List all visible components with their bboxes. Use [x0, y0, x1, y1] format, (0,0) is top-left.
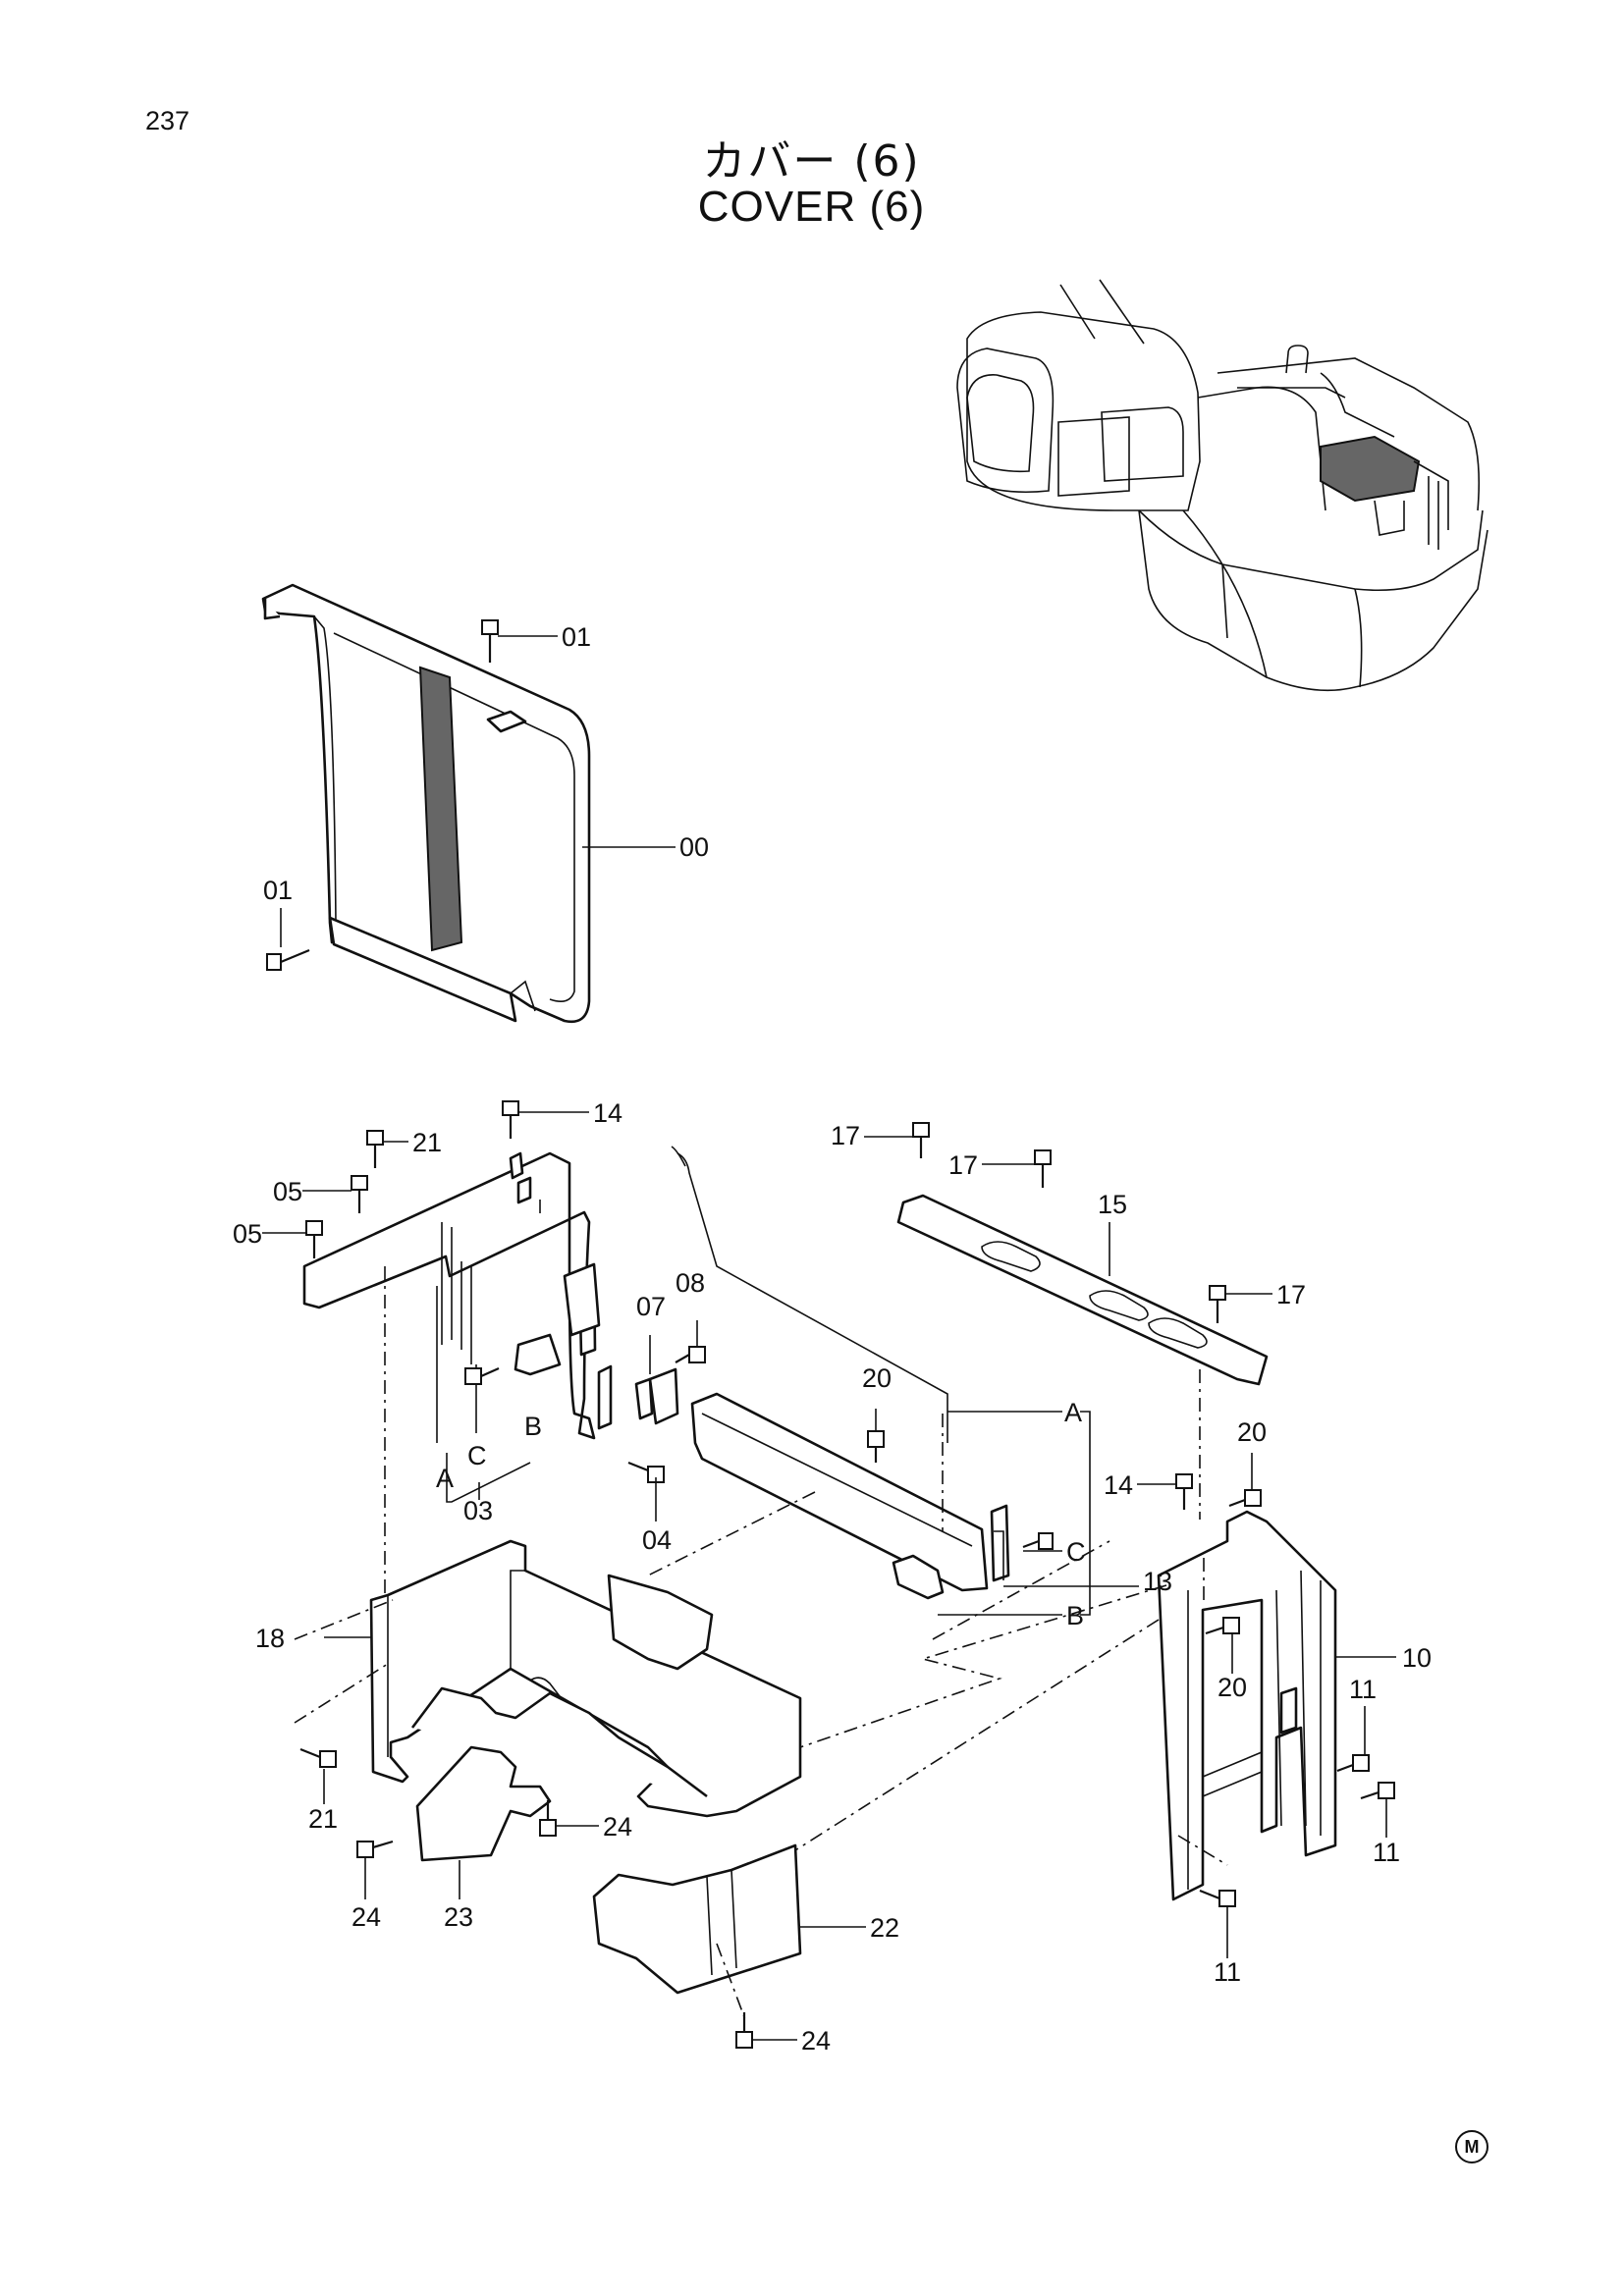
alignment-lines	[294, 1200, 1228, 2023]
ref-a-right: A	[1064, 1398, 1082, 1427]
part-00-cover-frame	[261, 583, 591, 1024]
callout-17-right: 17	[1276, 1280, 1306, 1309]
bolt-08	[675, 1346, 706, 1363]
callout-00: 00	[679, 832, 709, 862]
callout-11-right: 11	[1373, 1838, 1400, 1867]
callout-18: 18	[255, 1624, 285, 1653]
callout-20-frame: 20	[1217, 1673, 1247, 1702]
callout-17-left: 17	[831, 1121, 860, 1150]
callout-14-right: 14	[1104, 1470, 1133, 1500]
bolt-11-upper	[1336, 1754, 1370, 1773]
callout-20-top: 20	[862, 1363, 892, 1393]
bolt-20-frame	[1205, 1617, 1240, 1635]
callout-04: 04	[642, 1525, 672, 1555]
bolt-05-upper	[351, 1175, 368, 1213]
ref-c-left: C	[467, 1441, 487, 1470]
callout-24-left: 24	[352, 1902, 381, 1932]
bolt-21-bottom	[299, 1747, 337, 1768]
leader-lines	[262, 635, 1396, 2041]
bolt-20-right	[1228, 1489, 1262, 1508]
bolt-24-middle	[539, 1800, 557, 1837]
callout-01-top: 01	[562, 622, 591, 652]
bolt-c-13	[1022, 1532, 1054, 1550]
callout-14-top: 14	[593, 1098, 622, 1128]
bolt-24-bottom	[735, 2012, 753, 2049]
bolt-04	[627, 1461, 665, 1483]
page-number: 237	[145, 106, 190, 135]
bolt-20-top	[867, 1430, 885, 1463]
manufacturer-mark: M	[1455, 2130, 1488, 2163]
bolt-03	[464, 1366, 500, 1385]
callout-07: 07	[636, 1292, 666, 1321]
callout-22: 22	[870, 1913, 899, 1943]
callout-21-bottom: 21	[308, 1804, 338, 1834]
callout-24-middle: 24	[603, 1812, 632, 1842]
callout-10: 10	[1402, 1643, 1432, 1673]
bolt-14-right	[1175, 1473, 1193, 1510]
title-japanese: カバー (6)	[702, 136, 921, 187]
bolt-24-left	[356, 1840, 394, 1858]
title-english: COVER (6)	[697, 183, 926, 231]
callout-20-right: 20	[1237, 1417, 1267, 1447]
callout-24-bottom: 24	[801, 2026, 831, 2056]
bolt-11-right	[1360, 1782, 1395, 1800]
callout-13: 13	[1143, 1567, 1172, 1596]
ref-b-left: B	[524, 1412, 542, 1441]
callout-labels: 01 00 01 14 21 05 05 B C A 03 07 08 04 2…	[233, 622, 1432, 2056]
callout-23: 23	[444, 1902, 473, 1932]
bolt-17-left	[912, 1122, 930, 1158]
ref-c-right: C	[1066, 1537, 1086, 1567]
callout-01-left: 01	[263, 876, 293, 905]
bolt-01-top	[481, 619, 499, 663]
callout-05-upper: 05	[273, 1177, 302, 1206]
callout-11-bottom: 11	[1214, 1957, 1241, 1987]
callout-17-mid: 17	[948, 1150, 978, 1180]
bolt-17-right	[1209, 1285, 1226, 1323]
lower-assembly	[302, 1146, 1337, 1995]
bolt-01-left	[266, 948, 310, 971]
bolt-11-bottom	[1199, 1889, 1236, 1907]
callout-08: 08	[676, 1268, 705, 1298]
callout-03: 03	[463, 1496, 493, 1525]
callout-21-top: 21	[412, 1128, 442, 1157]
callout-15: 15	[1098, 1190, 1127, 1219]
bolt-14-top	[502, 1100, 519, 1139]
callout-11-upper: 11	[1349, 1675, 1377, 1704]
excavator-locator-view	[956, 279, 1488, 692]
bolt-05-lower	[305, 1220, 323, 1258]
ref-a-left: A	[436, 1464, 454, 1493]
ref-b-right: B	[1066, 1601, 1084, 1630]
callout-05-lower: 05	[233, 1219, 262, 1249]
bolt-17-mid	[1034, 1149, 1052, 1188]
bolt-21-top	[366, 1130, 384, 1168]
